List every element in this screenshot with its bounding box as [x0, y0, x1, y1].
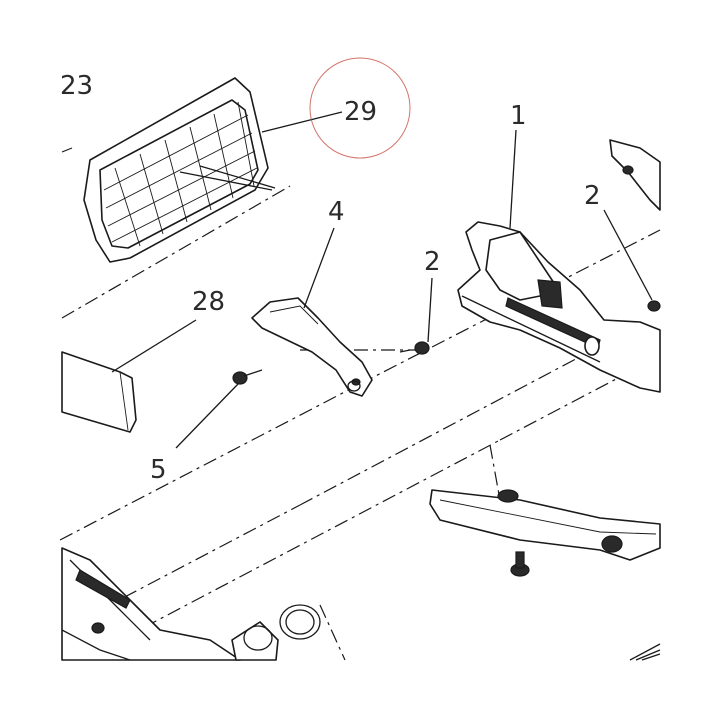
callout-2-left: 2 [424, 247, 441, 277]
lower-slide-rail [429, 489, 661, 561]
bearing-part [231, 621, 279, 661]
bottom-left-frame [61, 547, 241, 661]
part-4-bracket [251, 297, 373, 397]
callout-4: 4 [328, 197, 345, 227]
screw-5 [232, 369, 263, 385]
part-1-main-assembly [457, 221, 661, 393]
o-ring-part [279, 604, 321, 640]
callout-5: 5 [150, 455, 167, 485]
screw-bottom [510, 551, 530, 577]
part-28-pad [61, 351, 137, 433]
callout-1: 1 [510, 101, 527, 131]
callout-labels: 23 29 1 2 4 2 28 5 [60, 71, 601, 485]
part-29-grille [83, 77, 276, 263]
spring-part [629, 643, 661, 661]
callout-23: 23 [60, 71, 93, 101]
assembly-lines [59, 147, 661, 661]
callout-29-highlight [309, 57, 411, 159]
leader-lines [111, 111, 653, 449]
callout-29: 29 [344, 97, 377, 127]
grille-cells [103, 101, 258, 247]
screw-2-left [399, 341, 430, 355]
callout-2-right: 2 [584, 181, 601, 211]
screw-2-right [647, 300, 661, 312]
callout-28: 28 [192, 287, 225, 317]
upper-right-part [609, 139, 661, 211]
